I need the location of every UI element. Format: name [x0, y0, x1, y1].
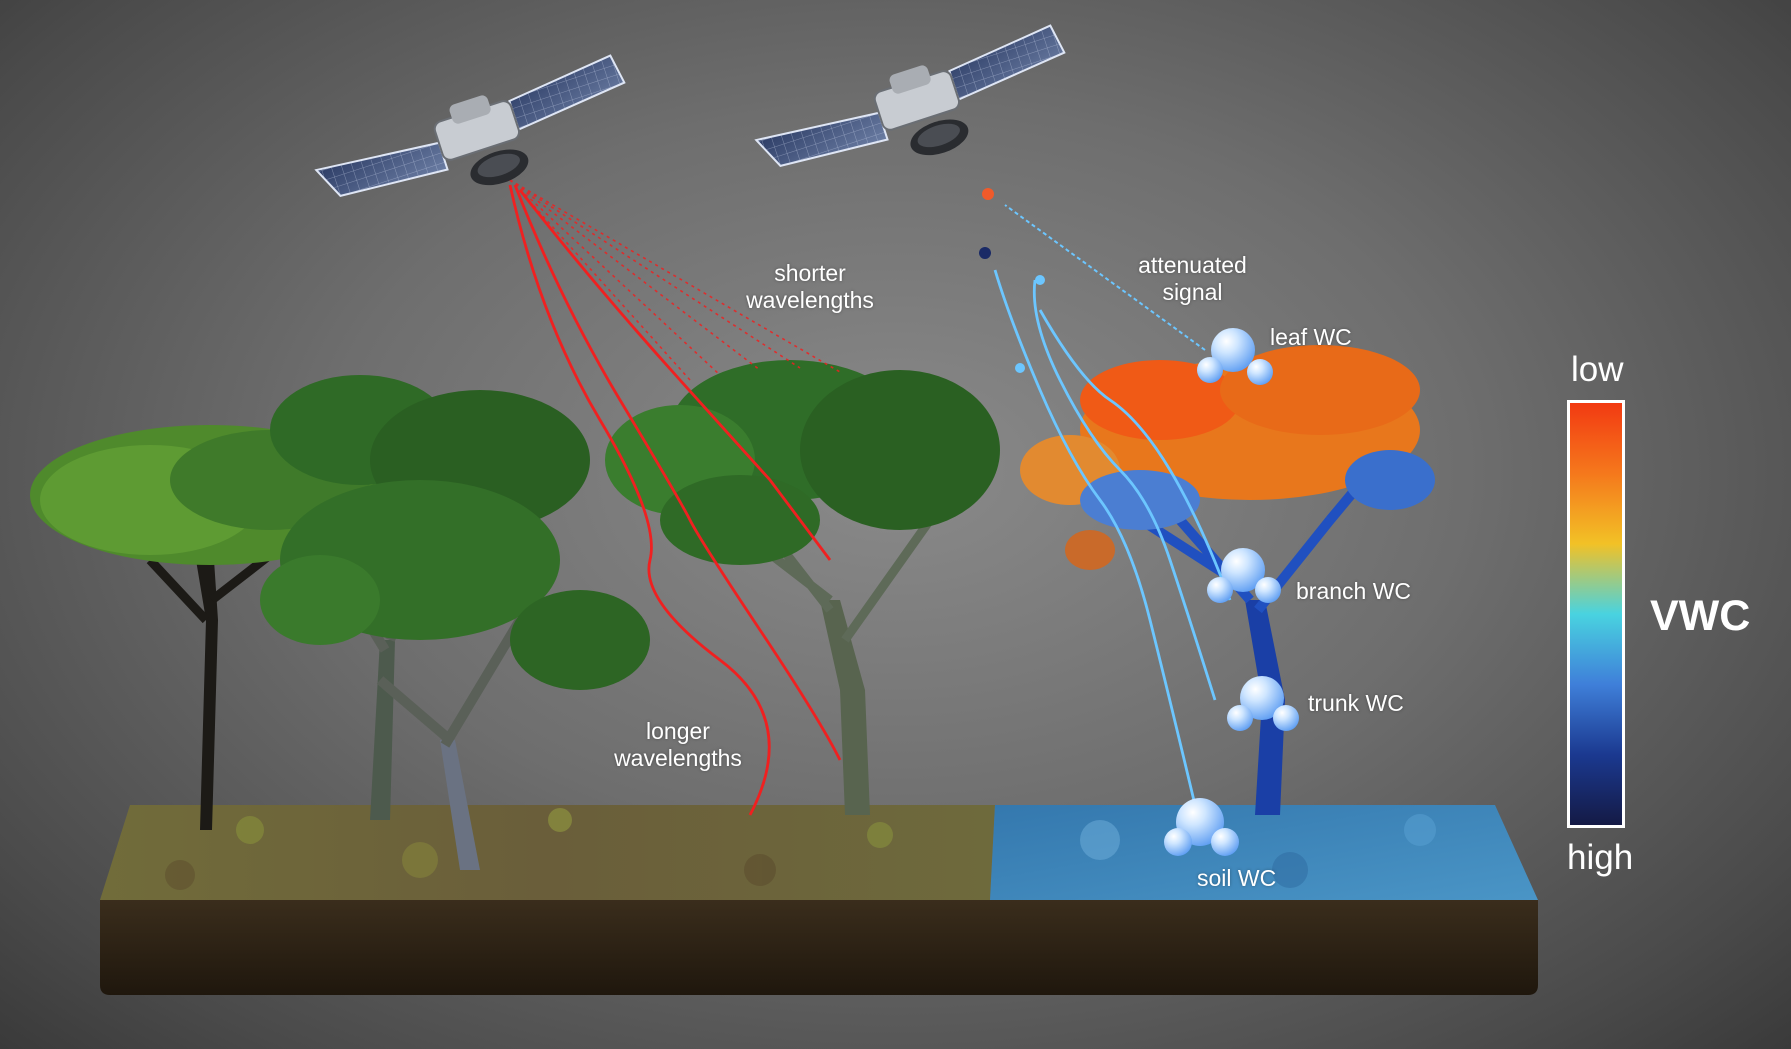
long-wavelength-signals	[508, 184, 842, 816]
blue-signals	[993, 204, 1232, 806]
label-shorter-wavelengths: shorter wavelengths	[746, 260, 874, 313]
ground-slab	[100, 805, 1538, 995]
water-droplet-icon-branch	[1207, 548, 1281, 603]
label-attenuated-signal: attenuated signal	[1138, 252, 1247, 305]
label-leaf-wc: leaf WC	[1270, 324, 1352, 350]
satellite-icon-right	[754, 24, 1066, 167]
tree-middle	[605, 360, 1000, 815]
label-branch-wc: branch WC	[1296, 578, 1412, 604]
attenuated-signal-dots	[979, 188, 1045, 373]
short-wavelength-signals	[509, 179, 841, 381]
soil-texture	[165, 808, 1436, 890]
vwc-color-scale-bar	[1567, 400, 1625, 828]
scale-low-label: low	[1571, 350, 1624, 389]
scale-high-label: high	[1567, 838, 1634, 877]
satellite-icon-left	[314, 54, 626, 197]
label-soil-wc: soil WC	[1197, 865, 1277, 891]
tree-middle-left	[260, 375, 650, 870]
label-longer-wavelengths: longer wavelengths	[614, 718, 742, 771]
water-droplet-icon-leaf	[1197, 328, 1273, 385]
water-droplet-icon-soil	[1164, 798, 1239, 856]
scale-title-vwc: VWC	[1650, 592, 1751, 640]
label-trunk-wc: trunk WC	[1308, 690, 1404, 716]
water-droplet-icon-trunk	[1227, 676, 1299, 731]
